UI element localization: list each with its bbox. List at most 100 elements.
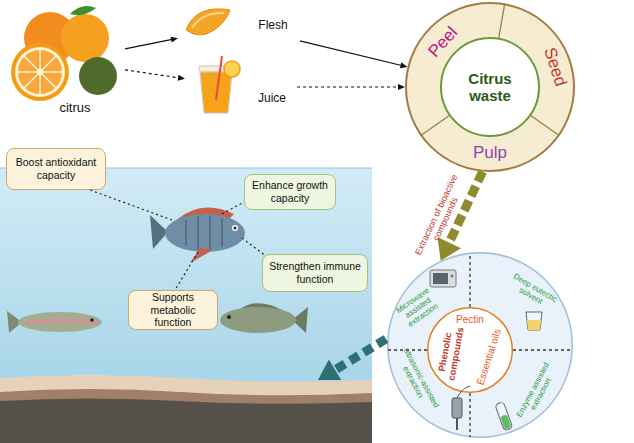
circle-shape bbox=[441, 38, 539, 136]
leader-lines bbox=[242, 238, 266, 256]
tilapia-fish bbox=[150, 215, 168, 249]
aquarium-scene bbox=[0, 399, 372, 443]
ultrasonic-probe-icon bbox=[452, 398, 462, 418]
citrus-fruits bbox=[79, 57, 117, 95]
trout-fish bbox=[18, 312, 102, 332]
box-label: Boost antioxidant capacity bbox=[7, 156, 105, 181]
feed-arrow bbox=[335, 339, 386, 370]
microwave-icon bbox=[451, 275, 454, 278]
flow-arrow bbox=[300, 41, 407, 68]
tilapia-fish bbox=[186, 216, 222, 250]
flow-arrow bbox=[125, 37, 178, 49]
trout-fish bbox=[25, 320, 98, 323]
box-label: Strengthen immune function bbox=[263, 260, 367, 285]
arrow-head bbox=[178, 75, 185, 81]
trout-fish bbox=[90, 318, 94, 322]
mandarin-segment bbox=[186, 9, 230, 35]
sector-divider bbox=[531, 116, 560, 136]
citrus-fruits bbox=[37, 69, 43, 75]
circle-shape bbox=[406, 3, 574, 171]
fruit-node: citrus bbox=[5, 5, 125, 117]
leader-lines bbox=[90, 190, 172, 220]
arrow-head bbox=[171, 37, 178, 43]
tilapia-fish bbox=[178, 208, 234, 222]
leader-lines bbox=[175, 252, 198, 290]
microwave-icon bbox=[433, 273, 448, 284]
citrus-fruits bbox=[18, 50, 62, 94]
aquarium-scene bbox=[0, 389, 372, 443]
feed-arrow bbox=[318, 359, 341, 380]
aquarium-scene bbox=[0, 168, 372, 443]
flesh-node: Flesh bbox=[178, 4, 300, 48]
connector-line bbox=[300, 41, 402, 66]
benefit-box: Strengthen immune function bbox=[262, 254, 368, 292]
bass-fish bbox=[240, 303, 282, 310]
sector-divider bbox=[420, 116, 449, 136]
sector-divider bbox=[499, 3, 505, 38]
juice-glass bbox=[224, 61, 240, 77]
node-label: citrus bbox=[45, 101, 105, 116]
benefit-box: Supports metabolic function bbox=[128, 290, 218, 330]
connector-line bbox=[448, 172, 483, 246]
citrus-fruits bbox=[24, 12, 76, 64]
tilapia-fish bbox=[234, 227, 237, 230]
citrus-fruits bbox=[11, 6, 117, 101]
benefit-box: Enhance growth capacity bbox=[244, 174, 336, 210]
ultrasonic-probe-icon bbox=[457, 386, 470, 398]
connector-line bbox=[125, 39, 172, 48]
beaker-icon bbox=[526, 312, 542, 330]
waste-ring: PeelSeedPulpCitrus waste bbox=[405, 2, 575, 172]
waste-core: Citrus waste bbox=[440, 37, 540, 137]
bass-fish bbox=[220, 307, 296, 333]
benefit-box: Boost antioxidant capacity bbox=[6, 148, 106, 190]
extraction-circle: Microwave assisted extractionDeep eutect… bbox=[387, 252, 573, 438]
leader-lines bbox=[90, 190, 266, 290]
ultrasonic-probe-icon bbox=[456, 418, 458, 430]
citrus-fruits bbox=[15, 47, 65, 97]
beaker-icon bbox=[526, 312, 542, 330]
node-label: Pulp bbox=[460, 143, 520, 163]
ultrasonic-probe-icon bbox=[452, 386, 470, 430]
bass-fish bbox=[292, 307, 308, 333]
tilapia-fish bbox=[165, 214, 245, 252]
mandarin-segment bbox=[192, 13, 224, 28]
node-label: Flesh bbox=[248, 19, 298, 33]
tilapia-fish bbox=[150, 208, 245, 263]
test-tube-icon bbox=[495, 402, 513, 431]
arrow-head bbox=[398, 84, 405, 90]
edge-label: Extraction of bioactive compounds bbox=[411, 168, 472, 267]
microwave-icon bbox=[430, 270, 456, 287]
test-tube-icon bbox=[495, 402, 513, 431]
microwave-icon bbox=[430, 270, 456, 287]
citrus-fruits bbox=[61, 14, 109, 62]
citrus-fruits bbox=[18, 50, 62, 94]
leader-lines bbox=[222, 202, 244, 214]
trout-fish bbox=[7, 311, 22, 333]
circle-shape bbox=[428, 308, 513, 393]
flow-arrow-dotted bbox=[297, 84, 405, 90]
circle-shape bbox=[388, 253, 573, 438]
juice-glass bbox=[216, 56, 222, 100]
sector-divider bbox=[469, 253, 470, 307]
compound-core: PectinPhenolic compoundsEssential oils bbox=[427, 307, 513, 393]
tilapia-fish bbox=[232, 225, 238, 231]
node-label: Juice bbox=[247, 92, 297, 106]
bass-fish bbox=[227, 315, 231, 319]
arrow-head bbox=[437, 237, 461, 261]
sector-divider bbox=[469, 393, 470, 437]
box-label: Supports metabolic function bbox=[129, 291, 217, 329]
juice-glass bbox=[199, 56, 240, 113]
juice-glass bbox=[200, 72, 232, 113]
connector-line bbox=[125, 70, 179, 78]
flow-arrow-dotted bbox=[125, 70, 185, 81]
juice-glass bbox=[199, 66, 233, 72]
aquarium-scene bbox=[0, 375, 372, 443]
trout-fish bbox=[7, 311, 102, 333]
extraction-arrow bbox=[437, 172, 482, 261]
beaker-icon bbox=[527, 320, 541, 330]
node-label: Pectin bbox=[445, 314, 495, 326]
sector-divider bbox=[513, 349, 572, 350]
node-label: Citrus waste bbox=[450, 70, 530, 105]
arrow-head bbox=[400, 62, 408, 68]
